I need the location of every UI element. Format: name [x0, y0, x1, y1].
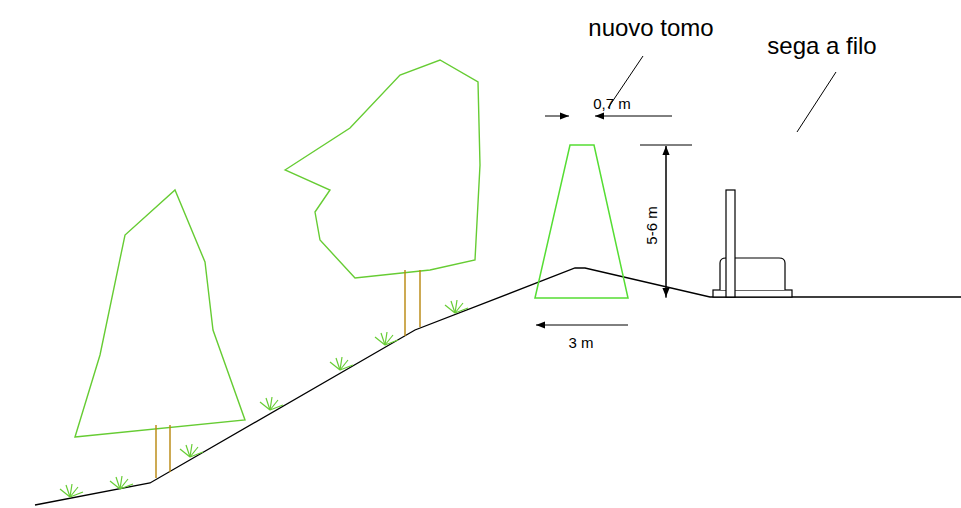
embankment-outline — [535, 145, 628, 298]
dimension-label: 5-6 m — [644, 206, 659, 244]
grass-stroke — [120, 484, 133, 489]
tree-trunk — [169, 425, 170, 472]
grass-stroke — [455, 308, 468, 313]
grass-stroke — [66, 485, 70, 497]
dimension-label: 0,7 m — [593, 96, 631, 111]
dimension-line — [666, 146, 667, 298]
grass-stroke — [336, 358, 340, 370]
grass-stroke — [116, 477, 120, 489]
dimension-arrow — [545, 116, 569, 117]
grass-tufts — [60, 300, 468, 497]
grass-stroke — [385, 340, 398, 345]
tree-trunk — [404, 270, 405, 336]
grass-stroke — [190, 452, 203, 457]
saw-column — [726, 190, 735, 297]
tree-crown — [285, 60, 480, 278]
grass-stroke — [340, 365, 353, 370]
dimension-label: 3 m — [568, 335, 593, 350]
grass-stroke — [266, 398, 270, 410]
tree-trunk — [419, 270, 420, 327]
callout-label: sega a filo — [767, 34, 876, 58]
dimension-line — [536, 325, 628, 326]
tree-trunk — [155, 425, 156, 478]
tree-crown — [75, 190, 245, 437]
grass-stroke — [381, 333, 385, 345]
grass-stroke — [270, 405, 283, 410]
dimension-line — [666, 146, 667, 297]
dimension-tick — [640, 145, 692, 146]
dimension-arrow — [595, 116, 672, 117]
grass-stroke — [186, 445, 190, 457]
leader-line — [797, 72, 836, 132]
ground-line — [35, 268, 961, 505]
grass-stroke — [451, 301, 455, 313]
grass-stroke — [70, 492, 83, 497]
saw-base — [713, 290, 792, 297]
callout-label: nuovo tomo — [588, 16, 713, 40]
